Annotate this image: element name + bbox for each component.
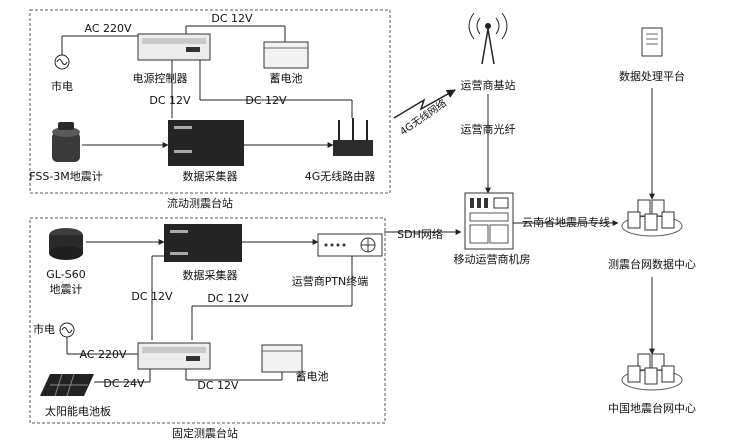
ptn-terminal-device — [317, 233, 383, 257]
seismometer-gls60-label-2: 地震计 — [50, 283, 83, 296]
data-collector-label: 数据采集器 — [183, 169, 238, 183]
power-controller-label: 电源控制器 — [133, 71, 188, 85]
seismometer-fss3m-device — [52, 122, 80, 162]
sdh-label: SDH网络 — [397, 227, 443, 241]
fixed-dc-solar-label: DC 24V — [103, 377, 145, 390]
battery-device — [263, 41, 309, 69]
data-center-cluster-icon — [621, 199, 683, 237]
china-center-label: 中国地震台网中心 — [608, 401, 696, 415]
mains-label: 市电 — [51, 79, 73, 93]
ac-label: AC 220V — [84, 22, 132, 35]
server-icon — [641, 27, 663, 57]
fixed-mains-label: 市电 — [33, 322, 55, 336]
dc-collector-label: DC 12V — [149, 94, 191, 107]
fixed-data-collector-device — [164, 224, 242, 262]
fixed-ac-label: AC 220V — [79, 348, 127, 361]
solar-label: 太阳能电池板 — [45, 404, 111, 418]
platform-label: 数据处理平台 — [619, 69, 685, 83]
seismometer-fss3m-label: FSS-3M地震计 — [29, 170, 103, 183]
seismometer-gls60-device — [49, 228, 83, 260]
dc-router-label: DC 12V — [245, 94, 287, 107]
base-station-label: 运营商基站 — [461, 78, 516, 92]
fixed-data-collector-label: 数据采集器 — [183, 268, 238, 282]
fixed-power-controller-device — [137, 342, 211, 370]
carrier-room-rack-icon — [464, 192, 514, 250]
battery-label: 蓄电池 — [270, 72, 303, 85]
fixed-station-boundary — [29, 217, 386, 424]
fixed-battery-label: 蓄电池 — [296, 370, 329, 383]
mains-icon — [54, 36, 70, 70]
fixed-battery-device — [261, 344, 303, 373]
fixed-dc-collector-label: DC 12V — [131, 290, 173, 303]
fixed-station-title: 固定测震台站 — [172, 426, 238, 440]
fixed-dc-ptn-label: DC 12V — [207, 292, 249, 305]
network-center-label: 测震台网数据中心 — [608, 257, 696, 271]
base-station-tower-icon — [468, 12, 508, 65]
ptn-terminal-label: 运营商PTN终端 — [292, 274, 369, 288]
china-center-cluster-icon — [621, 353, 683, 391]
fixed-mains-icon — [59, 322, 138, 355]
data-collector-device — [168, 120, 244, 166]
carrier-room-label: 移动运营商机房 — [454, 252, 531, 266]
mobile-station-boundary — [29, 9, 391, 194]
dc-battery-label: DC 12V — [211, 12, 253, 25]
mobile-station-title: 流动测震台站 — [167, 196, 233, 210]
seismometer-gls60-label-1: GL-S60 — [46, 268, 85, 281]
router-4g-device — [333, 118, 373, 156]
router-4g-label: 4G无线路由器 — [305, 169, 376, 183]
power-controller-device — [137, 33, 211, 61]
fiber-label: 运营商光纤 — [461, 122, 516, 136]
wireless-link-icon — [393, 89, 456, 119]
solar-panel-icon — [40, 373, 94, 397]
dedicated-line-label: 云南省地震局专线 — [522, 215, 610, 229]
fixed-dc-battery-label: DC 12V — [197, 379, 239, 392]
